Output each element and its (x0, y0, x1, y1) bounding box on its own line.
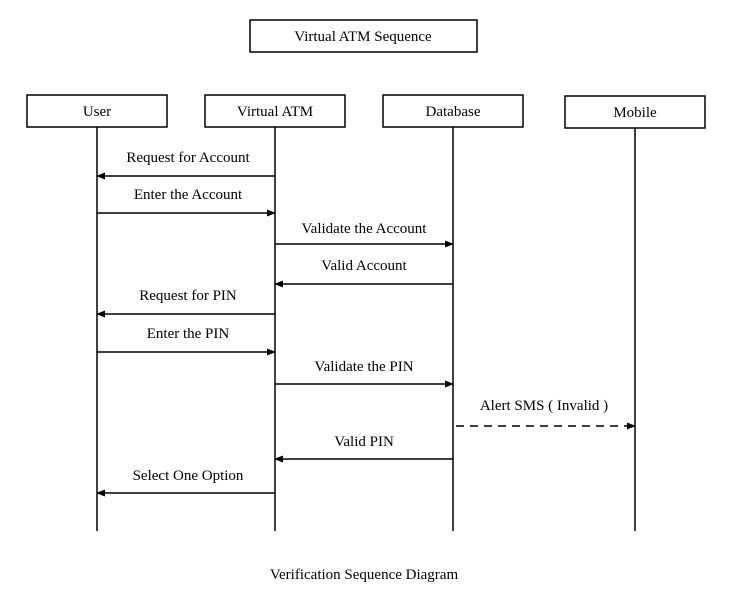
message-select-one-option-label: Select One Option (133, 468, 244, 484)
message-valid-account-label: Valid Account (321, 258, 407, 274)
message-validate-the-account: Validate the Account (275, 221, 454, 248)
actor-user-label: User (83, 104, 111, 120)
message-enter-the-account: Enter the Account (97, 187, 276, 217)
diagram-title: Virtual ATM Sequence (294, 29, 432, 45)
actor-mobile: Mobile (564, 95, 706, 129)
actor-mobile-label: Mobile (613, 105, 657, 121)
message-validate-the-pin-label: Validate the PIN (314, 359, 413, 375)
message-request-for-account-label: Request for Account (126, 150, 250, 166)
actor-virtual-atm: Virtual ATM (204, 94, 346, 128)
message-valid-account: Valid Account (274, 258, 453, 288)
message-request-for-account: Request for Account (96, 150, 275, 180)
message-valid-pin: Valid PIN (274, 434, 453, 463)
actor-database-label: Database (426, 104, 481, 120)
message-request-for-pin-label: Request for PIN (139, 288, 237, 304)
message-enter-the-pin: Enter the PIN (97, 326, 276, 356)
diagram-title-box: Virtual ATM Sequence (249, 19, 478, 53)
message-validate-the-account-label: Validate the Account (302, 221, 428, 237)
message-select-one-option: Select One Option (96, 468, 275, 497)
message-alert-sms-invalid: Alert SMS ( Invalid ) (456, 398, 636, 430)
message-alert-sms-invalid-label: Alert SMS ( Invalid ) (480, 398, 608, 414)
message-validate-the-pin: Validate the PIN (275, 359, 454, 388)
actor-virtual-atm-label: Virtual ATM (237, 104, 313, 120)
message-request-for-pin: Request for PIN (96, 288, 275, 318)
diagram-caption: Verification Sequence Diagram (270, 567, 459, 583)
message-enter-the-pin-label: Enter the PIN (147, 326, 230, 342)
actor-database: Database (382, 94, 524, 128)
message-enter-the-account-label: Enter the Account (134, 187, 243, 203)
actor-user: User (26, 94, 168, 128)
message-valid-pin-label: Valid PIN (334, 434, 394, 450)
